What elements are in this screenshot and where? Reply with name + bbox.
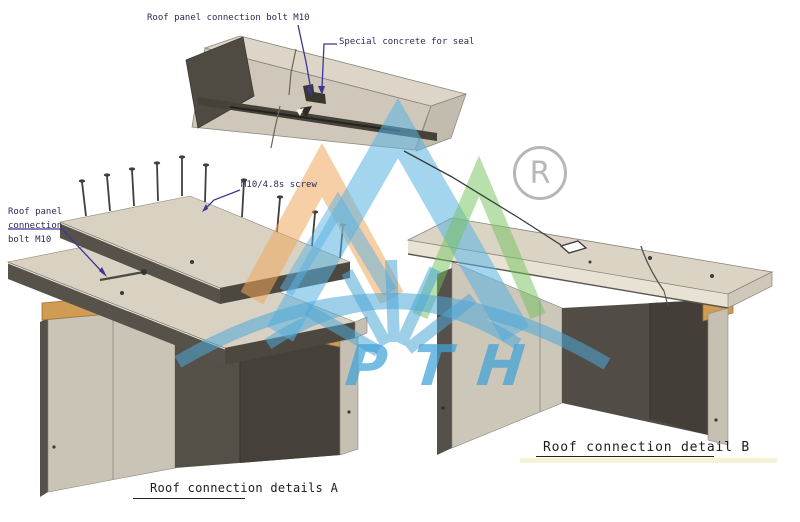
bolt-hole [588, 260, 592, 264]
wall-dark-b2 [650, 300, 708, 435]
leader-arrowheads [99, 86, 325, 277]
roof-slab-upper-edge [60, 222, 220, 304]
screw-label: M10/4.8s screw [241, 180, 317, 190]
leader-detail-b [403, 150, 562, 246]
wall-edge-a [40, 318, 48, 497]
highlight-band [520, 458, 777, 463]
slab-highlight [59, 222, 221, 290]
top-bolt-label: Roof panel connection bolt M10 [147, 13, 310, 23]
wall-hole [52, 445, 56, 449]
caption-b-underline [536, 456, 714, 457]
leader-screw [204, 189, 241, 210]
watermark-mountain-blue-large [266, 97, 530, 342]
roof-slab-lower-edge2 [225, 322, 355, 365]
watermark-logo [174, 97, 611, 370]
detail-b-location-marker [559, 240, 588, 254]
seal-gap [296, 108, 304, 116]
registered-letter: R [529, 155, 551, 191]
wall-hole [441, 406, 445, 410]
wall-post-b [707, 307, 729, 446]
bolt-hole [648, 256, 652, 260]
watermark-globe-spokes [303, 259, 477, 357]
watermark-mountain-green [412, 155, 546, 320]
seal-label: Special concrete for seal [339, 37, 475, 47]
registered-trademark-icon: R [513, 146, 567, 200]
roof-b-end [727, 271, 773, 309]
caption-a-underline [133, 498, 245, 499]
connection-bolt-rod [99, 270, 145, 282]
roof-b-seam2 [663, 290, 669, 307]
caption-detail-b: Roof connection detail B [543, 440, 751, 455]
bolt-hole [120, 291, 124, 295]
bolt-hole [190, 260, 194, 264]
caption-detail-a: Roof connection details A [150, 481, 339, 495]
leader-top-bolt [297, 24, 312, 91]
panel-seam-lower [270, 105, 281, 149]
slab-highlight [7, 262, 226, 350]
roof-panel-bolt-label: Roof panel connection bolt M10 [8, 207, 63, 245]
wall-hole [347, 410, 351, 414]
wall-hole [714, 418, 718, 422]
purple-leaders [8, 24, 337, 275]
leader-seal [321, 43, 337, 89]
panel-seam-upper [288, 48, 297, 96]
roof-slab-lower-edge [8, 262, 225, 365]
roof-joint-section-drawing [185, 35, 468, 152]
connection-bolt-head [141, 269, 147, 275]
bolt-hole [710, 274, 714, 278]
joint-bolt-rod [229, 106, 401, 132]
roof-b-seam [640, 245, 665, 292]
leader-left-bolt [8, 228, 105, 275]
